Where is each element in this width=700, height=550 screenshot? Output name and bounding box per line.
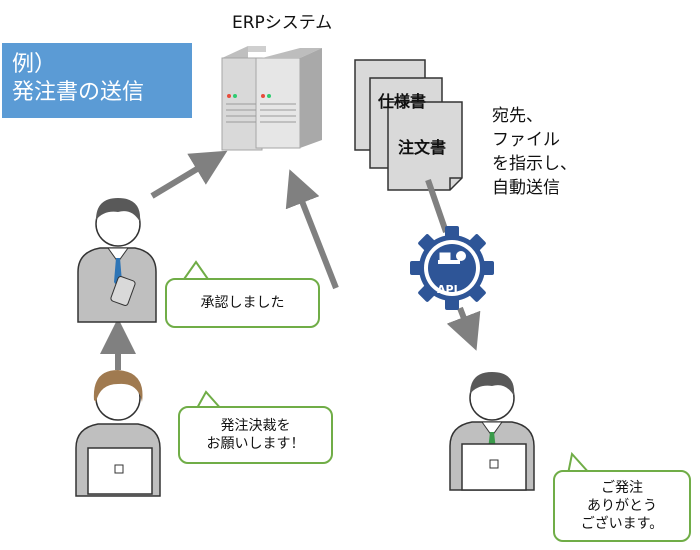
document-stack-icon xyxy=(354,59,463,191)
example-title-line2: 発注書の送信 xyxy=(12,80,145,105)
note-line2: ファイル xyxy=(492,130,560,150)
request-text-line1: 発注決裁を xyxy=(220,418,291,434)
example-title-box: 例） 発注書の送信 xyxy=(2,43,192,118)
spec-document-label: 仕様書 xyxy=(378,92,427,111)
thanks-text-line1: ご発注 xyxy=(600,480,643,496)
supplier-person-icon xyxy=(449,372,535,491)
order-document-label: 注文書 xyxy=(398,138,447,157)
approver-person-icon xyxy=(77,198,157,323)
thanks-text-line2: ありがとう xyxy=(586,498,657,514)
erp-system-title: ERPシステム xyxy=(232,13,333,33)
note-line1: 宛先、 xyxy=(492,106,543,126)
api-label: API xyxy=(437,283,458,296)
arrow-api-to-supplier xyxy=(446,306,481,351)
approve-speech-bubble: 承認しました xyxy=(165,278,320,328)
arrow-docs-to-api xyxy=(425,179,449,233)
example-title-line1: 例） xyxy=(12,52,57,77)
request-speech-bubble: 発注決裁を お願いします！ xyxy=(178,406,333,464)
server-icon xyxy=(221,46,322,151)
arrow-approver-to-erp xyxy=(150,150,228,199)
thanks-text-line3: ございます。 xyxy=(580,516,664,532)
approve-text: 承認しました xyxy=(200,295,285,311)
note-line4: 自動送信 xyxy=(492,178,560,198)
note-line3: を指示し、 xyxy=(492,154,577,174)
thanks-speech-bubble: ご発注 ありがとう ございます。 xyxy=(553,470,691,542)
auto-send-note: 宛先、 ファイル を指示し、 自動送信 xyxy=(492,104,577,200)
requester-person-icon xyxy=(75,370,161,497)
arrow-approval-to-erp xyxy=(285,169,339,290)
request-text-line2: お願いします！ xyxy=(206,436,305,452)
api-gear-icon xyxy=(410,226,494,310)
